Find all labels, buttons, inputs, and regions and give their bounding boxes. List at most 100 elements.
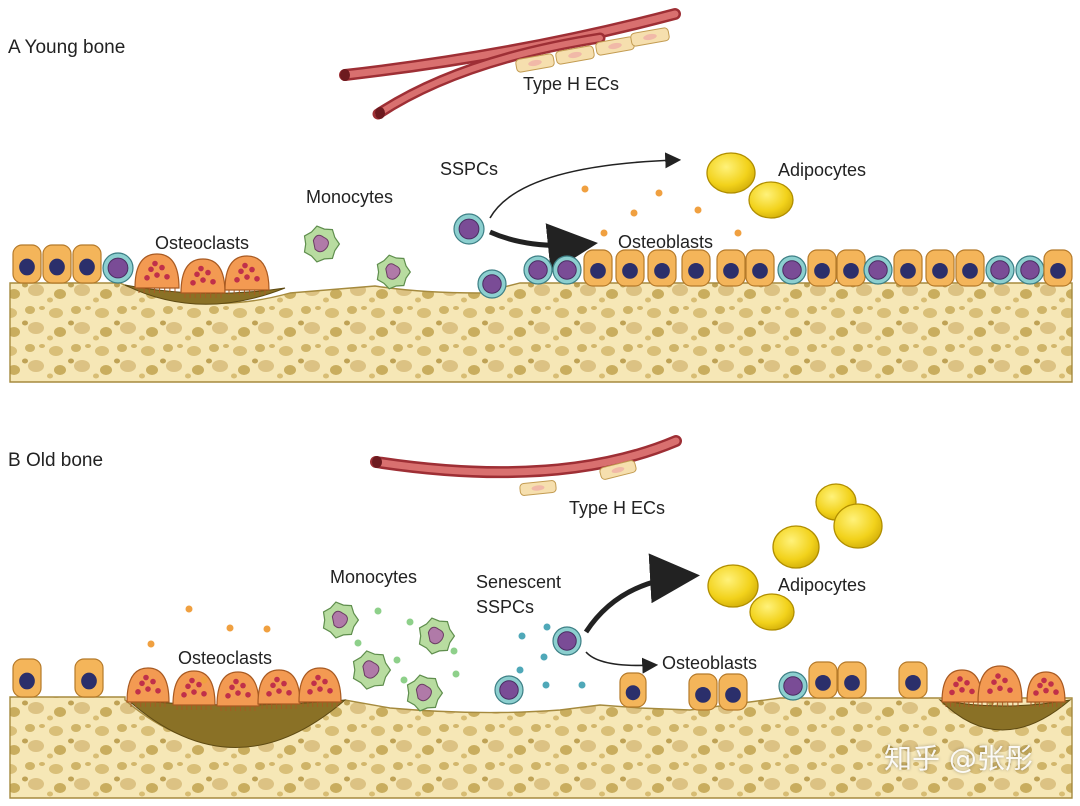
signal-dot bbox=[734, 229, 742, 237]
osteoblast-cell bbox=[42, 244, 72, 284]
nucleus bbox=[590, 262, 606, 279]
blood-vessel-lumen bbox=[341, 10, 679, 79]
nucleus bbox=[362, 660, 380, 679]
sasp-dot bbox=[542, 681, 550, 689]
adipocyte-cell bbox=[772, 525, 820, 569]
differentiation-arrow-thin bbox=[585, 651, 659, 674]
nucleus bbox=[19, 672, 35, 690]
osteoblast-cell bbox=[12, 658, 42, 698]
granule bbox=[234, 277, 240, 283]
panel-a-adipocytes-label: Adipocytes bbox=[778, 160, 867, 180]
panel-b-osteoclasts-label: Osteoclasts bbox=[178, 648, 273, 668]
signal-dot bbox=[630, 209, 638, 217]
osteoclast-cell bbox=[224, 255, 270, 295]
nucleus bbox=[962, 262, 978, 279]
differentiation-arrow-thin bbox=[489, 152, 682, 219]
granule bbox=[315, 674, 321, 681]
signal-dot bbox=[600, 229, 608, 237]
granule bbox=[1043, 687, 1049, 694]
osteoblast-cell bbox=[688, 673, 718, 711]
granule bbox=[245, 691, 251, 698]
granule bbox=[1053, 689, 1059, 695]
granule bbox=[281, 680, 287, 687]
blood-vessel-lumen bbox=[372, 437, 680, 476]
nucleus bbox=[312, 234, 329, 253]
granule bbox=[210, 278, 216, 285]
granule bbox=[196, 681, 202, 688]
sspc-cell bbox=[552, 255, 582, 285]
sasp-dot bbox=[578, 681, 586, 689]
endothelial-cell bbox=[630, 27, 670, 47]
endothelial-cell bbox=[599, 460, 637, 480]
granule bbox=[198, 265, 204, 272]
granule bbox=[254, 275, 260, 282]
osteoblast-cell bbox=[647, 249, 677, 287]
osteoclast-cell bbox=[941, 669, 983, 707]
nucleus bbox=[815, 674, 831, 691]
sspc-cell bbox=[863, 255, 893, 285]
monocyte-cell bbox=[376, 254, 412, 290]
nucleus bbox=[331, 610, 348, 629]
monocyte-cell bbox=[418, 617, 456, 655]
osteoblast-cell bbox=[925, 249, 955, 287]
sasp-dot bbox=[374, 607, 382, 615]
osteoblast-cell bbox=[837, 661, 867, 699]
osteoblast-cell bbox=[619, 672, 647, 708]
granule bbox=[143, 674, 149, 681]
granule bbox=[154, 272, 160, 278]
granule bbox=[995, 673, 1001, 679]
osteoblast-cell bbox=[716, 249, 746, 287]
adipocyte-cell bbox=[749, 593, 795, 631]
granule bbox=[233, 678, 239, 685]
signal-dot bbox=[694, 206, 702, 214]
monocyte-cell bbox=[352, 650, 392, 690]
granule bbox=[152, 260, 158, 267]
osteoblast-cell bbox=[12, 244, 42, 284]
granule bbox=[194, 271, 200, 278]
granule bbox=[1002, 677, 1008, 684]
granule bbox=[1007, 687, 1013, 693]
osteoblast-cell bbox=[836, 249, 866, 287]
osteoblast-cell bbox=[893, 249, 923, 287]
nucleus bbox=[723, 262, 739, 279]
nucleus bbox=[81, 672, 97, 690]
granule bbox=[991, 679, 997, 685]
granule bbox=[987, 688, 993, 694]
osteoblast-cell bbox=[745, 249, 775, 287]
granule bbox=[235, 690, 241, 696]
granule bbox=[240, 682, 246, 689]
granule bbox=[964, 680, 970, 686]
vessel-opening bbox=[375, 107, 385, 119]
signal-dot bbox=[200, 676, 208, 684]
granule bbox=[270, 682, 276, 689]
granule bbox=[135, 689, 141, 695]
nucleus bbox=[427, 626, 444, 645]
granule bbox=[322, 678, 328, 685]
sspc-cell bbox=[102, 252, 134, 284]
nucleus bbox=[844, 674, 860, 691]
panel-b-heading: B Old bone bbox=[8, 450, 104, 471]
nucleus bbox=[900, 262, 916, 279]
sspc-cell bbox=[523, 255, 553, 285]
endothelial-cell bbox=[519, 480, 557, 496]
osteoblast-cell bbox=[74, 658, 104, 698]
granule bbox=[229, 684, 235, 691]
granule bbox=[957, 676, 963, 682]
panel-a-monocytes-label: Monocytes bbox=[306, 187, 394, 207]
endothelial-cell bbox=[515, 53, 555, 73]
sspc-cell bbox=[985, 255, 1015, 285]
nucleus bbox=[415, 683, 432, 702]
sasp-dot bbox=[400, 676, 408, 684]
granule bbox=[311, 680, 317, 687]
monocyte-cell bbox=[406, 674, 444, 712]
osteoclast-cell bbox=[172, 670, 216, 710]
granule bbox=[1037, 682, 1043, 689]
panel-b-senescent-label-line2: SSPCs bbox=[476, 597, 535, 617]
signal-dot bbox=[185, 605, 193, 613]
osteoblast-cell bbox=[898, 661, 928, 699]
granule bbox=[953, 681, 959, 688]
differentiation-arrow-thick bbox=[488, 223, 598, 273]
sasp-dot bbox=[406, 618, 414, 626]
granule bbox=[155, 687, 161, 694]
nucleus bbox=[19, 258, 35, 276]
